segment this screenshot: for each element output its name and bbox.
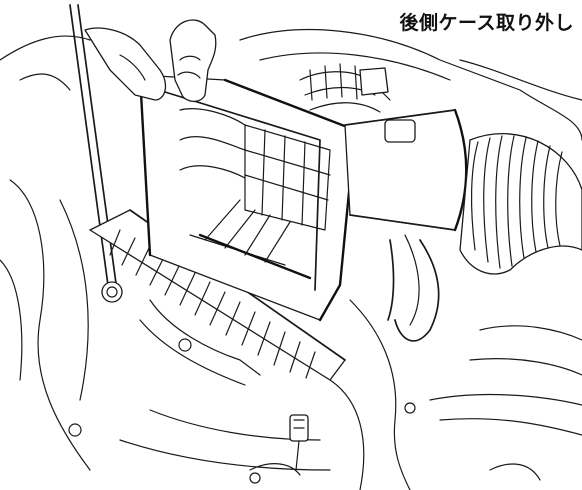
engine-bay-outline xyxy=(0,29,582,490)
rear-air-cleaner-case xyxy=(138,73,357,322)
hands xyxy=(84,19,217,103)
intake-duct xyxy=(299,63,468,232)
dipstick-rod xyxy=(69,4,123,303)
corrugated-hose xyxy=(387,133,582,342)
sensor-connector xyxy=(289,414,309,471)
caption-title: 後側ケース取り外し xyxy=(397,8,576,35)
